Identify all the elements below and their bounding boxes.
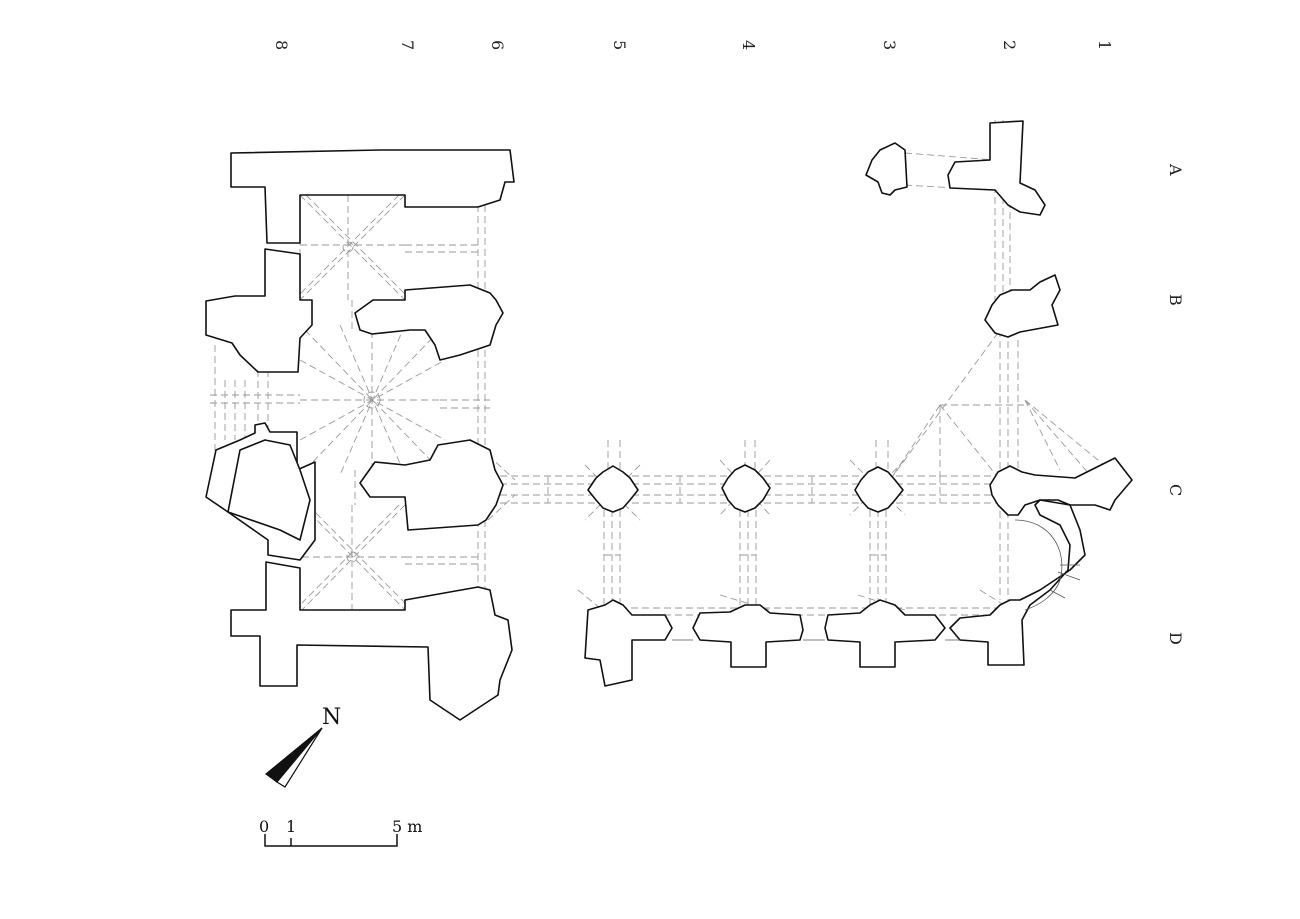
grid-row-label: A: [1166, 163, 1185, 176]
nave-pier-5-c: [587, 465, 639, 513]
grid-column-label: 1: [1095, 40, 1114, 50]
column-grid-labels: 8 7 6 5 4 3 2 1: [272, 40, 1114, 50]
grid-column-label: 3: [880, 40, 899, 50]
north-arrow: N: [265, 705, 341, 788]
nave-south-wall-5: [584, 599, 673, 687]
nave-south-wall-3: [824, 599, 946, 668]
east-pier-b2: [984, 274, 1061, 338]
scale-tick-label: 1: [286, 817, 296, 836]
north-label: N: [322, 705, 341, 730]
grid-column-label: 2: [1000, 40, 1019, 50]
east-pier-a2: [947, 120, 1046, 216]
row-grid-labels: A B C D: [1166, 163, 1185, 645]
west-wall-south: [230, 561, 513, 721]
west-pier: [359, 439, 504, 531]
nave-pier-3-c: [854, 466, 904, 513]
north-arrow-dark-half: [265, 727, 323, 783]
grid-column-label: 8: [272, 40, 291, 50]
grid-column-label: 4: [739, 40, 758, 50]
east-pier-a3: [865, 142, 908, 196]
scale-tick-label: 5 m: [392, 817, 422, 836]
nave-pier-2-c: [989, 457, 1133, 516]
north-arrow-light-half: [276, 727, 323, 788]
west-wall-north: [230, 149, 515, 244]
grid-row-label: D: [1166, 632, 1185, 645]
scale-tick-label: 0: [259, 817, 269, 836]
west-pier-inner: [227, 439, 311, 541]
grid-row-label: C: [1166, 484, 1185, 496]
grid-column-label: 7: [398, 40, 417, 50]
nave-pier-4-c: [721, 464, 771, 513]
grid-row-label: B: [1166, 294, 1185, 306]
grid-column-label: 6: [488, 40, 507, 50]
west-pier: [354, 284, 504, 361]
nave-south-wall-2: [949, 499, 1086, 666]
scale-bar: 0 1 5 m: [259, 817, 422, 847]
grid-column-label: 5: [610, 40, 629, 50]
apse-inner-arc: [1014, 519, 1063, 611]
west-pier: [205, 248, 313, 373]
nave-south-wall-4: [692, 604, 804, 668]
walls-and-piers: [205, 120, 1133, 721]
